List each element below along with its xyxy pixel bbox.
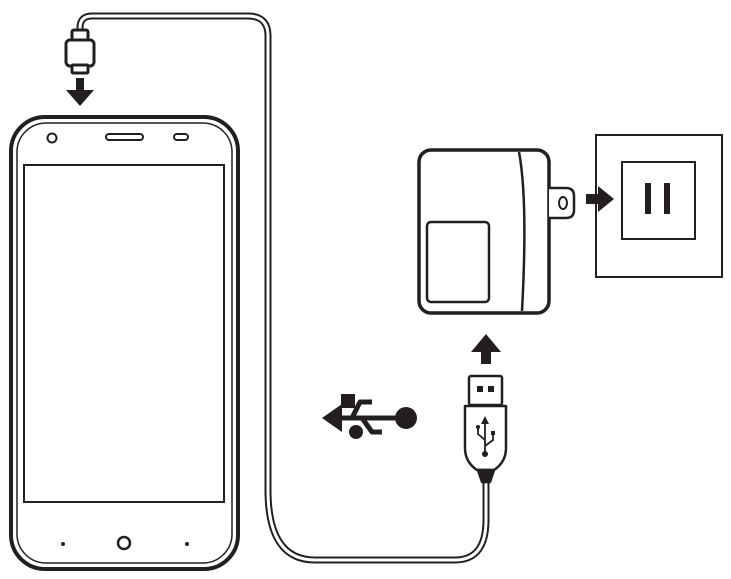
home-button-icon xyxy=(116,535,132,551)
usb-trident-icon xyxy=(476,416,495,457)
usb-a-pin-right xyxy=(488,386,494,392)
adapter-front-face xyxy=(425,220,491,304)
back-key-dot xyxy=(61,542,65,546)
up-arrow-icon xyxy=(471,334,501,364)
usb-cable xyxy=(76,12,490,564)
adapter-side-panel xyxy=(517,151,526,312)
front-camera-icon xyxy=(46,132,58,144)
phone-outer-frame xyxy=(9,115,240,571)
micro-usb-plug xyxy=(64,28,96,75)
earpiece-icon xyxy=(105,133,144,141)
outlet-slot-right xyxy=(664,183,670,214)
phone-inner-frame xyxy=(16,122,233,564)
usb-a-metal-tip xyxy=(467,374,504,407)
usb-symbol-small-circle xyxy=(349,425,363,439)
usb-symbol-arrowhead xyxy=(322,404,342,432)
adapter-prong-hole xyxy=(558,196,568,210)
usb-a-pin-left xyxy=(477,386,483,392)
usb-symbol-square xyxy=(341,394,355,408)
right-arrow-icon xyxy=(586,186,614,212)
smartphone xyxy=(9,115,240,571)
outlet-socket xyxy=(621,161,696,240)
wall-adapter xyxy=(417,148,576,315)
wall-outlet xyxy=(595,134,723,278)
proximity-sensor-icon xyxy=(173,133,189,141)
outlet-slot-left xyxy=(645,183,651,214)
micro-usb-body xyxy=(64,38,96,68)
menu-key-dot xyxy=(185,542,189,546)
micro-usb-tip xyxy=(70,63,90,75)
down-arrow-icon xyxy=(66,78,94,106)
usb-symbol-icon xyxy=(322,394,417,439)
cable-inner-highlight xyxy=(78,14,488,562)
outlet-plate xyxy=(595,134,723,278)
phone-screen xyxy=(23,164,225,503)
usb-symbol-end-circle xyxy=(395,407,417,429)
usb-a-strain-relief xyxy=(476,468,496,484)
